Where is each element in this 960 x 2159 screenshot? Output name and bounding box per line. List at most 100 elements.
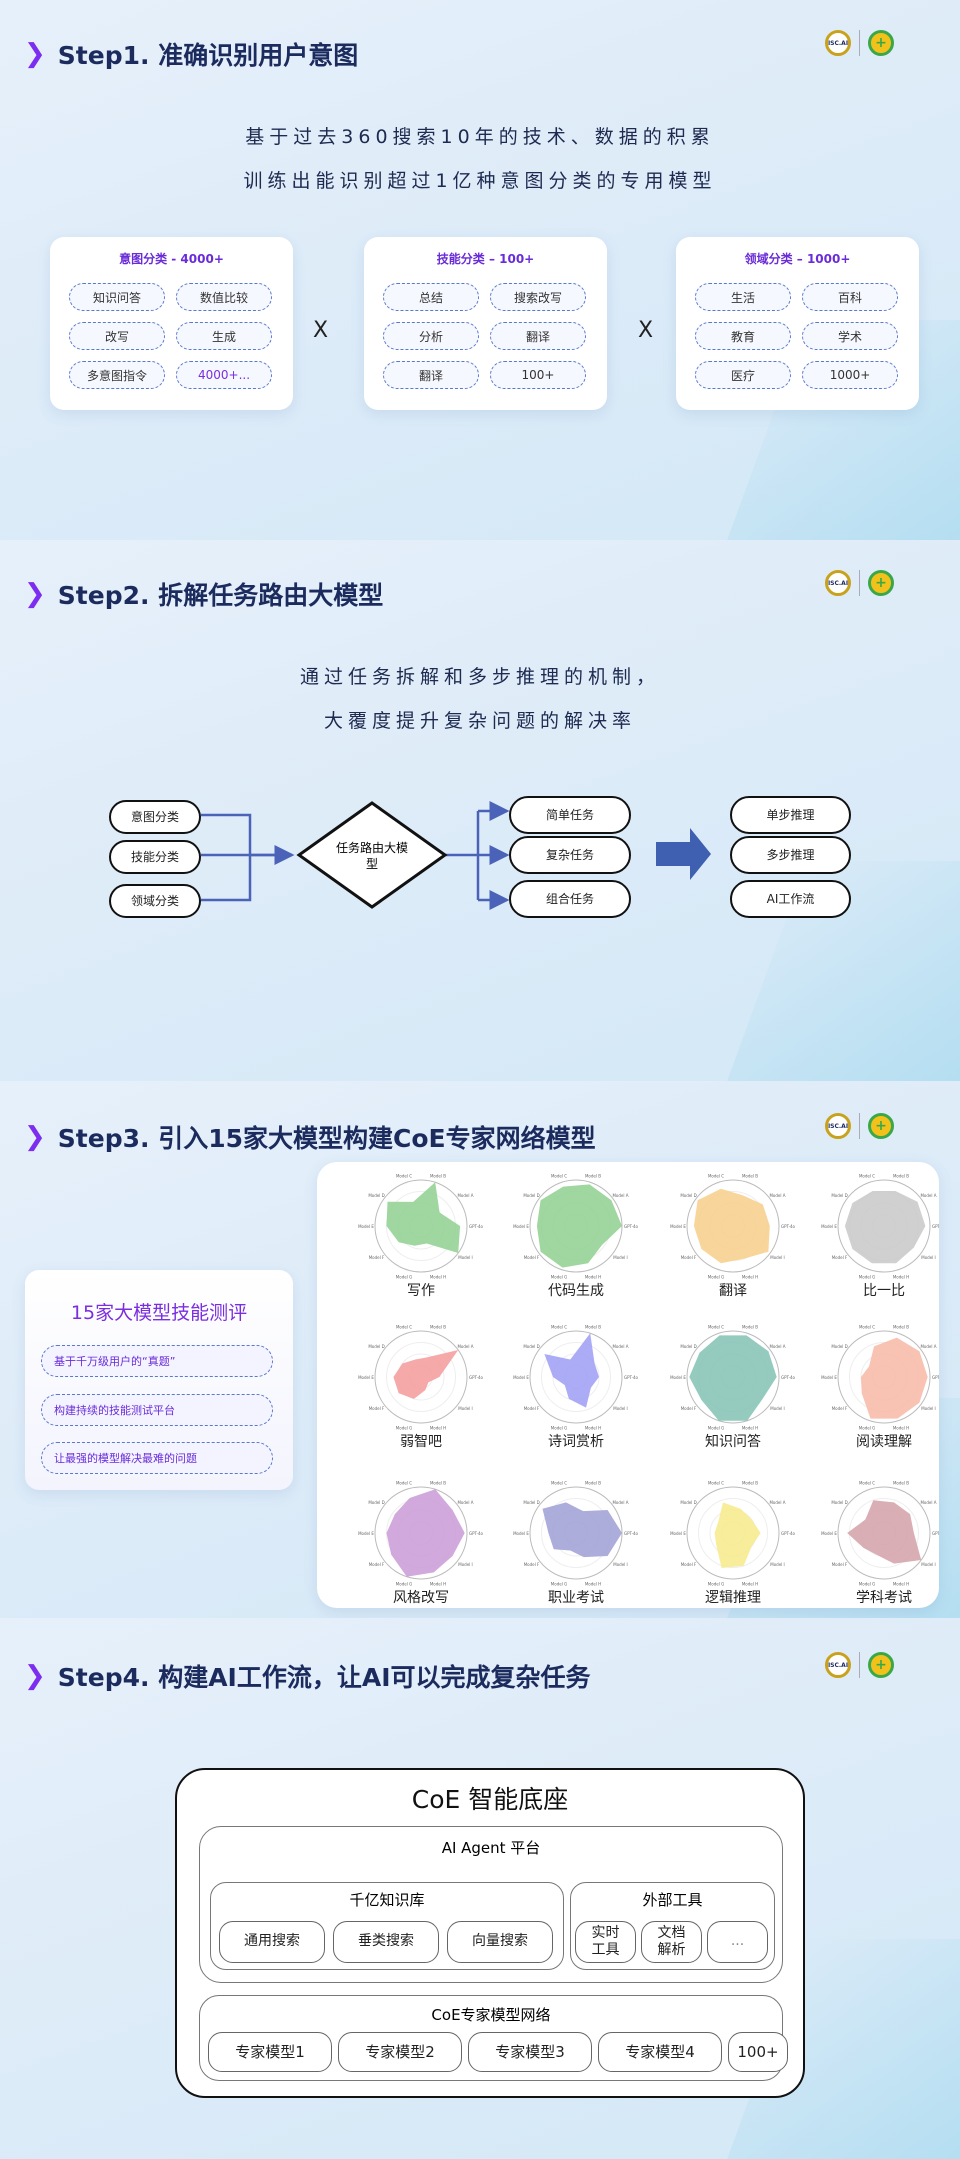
radar-axis-label: Model A	[769, 1344, 785, 1349]
routing-flowchart: 任务路由大模 型	[201, 801, 711, 910]
category-tag: 学术	[802, 322, 898, 350]
radar-series-polygon	[689, 1335, 777, 1421]
radar-axis-label: Model H	[742, 1581, 758, 1586]
agent-platform-box: AI Agent 平台 千亿知识库 通用搜索 垂类搜索 向量搜索 外部工具 实时…	[199, 1826, 783, 1983]
radar-axis-label: Model B	[430, 1325, 446, 1330]
radar-series-polygon	[714, 1502, 761, 1568]
radar-axis-label: Model F	[681, 1406, 697, 1411]
radar-axis-label: Model C	[396, 1174, 412, 1179]
radar-axis-label: Model B	[742, 1325, 758, 1330]
radar-axis-label: Model C	[859, 1325, 875, 1330]
expert-model-button[interactable]: 专家模型1	[208, 2032, 332, 2072]
radar-grid-ring	[374, 1179, 468, 1273]
card-title: 技能分类 – 100+	[436, 252, 535, 266]
radar-axis-label: Model E	[670, 1224, 686, 1229]
radar-axis-label: Model F	[524, 1255, 540, 1260]
radar-axis-label: Model D	[523, 1344, 539, 1349]
step2-subtitle-1: 通过任务拆解和多步推理的机制，	[299, 666, 660, 688]
step2-title: ❯Step2. 拆解任务路由大模型	[24, 576, 383, 612]
radar-axis-label: GPT-4o	[624, 1224, 639, 1229]
radar-axis-label: Model I	[458, 1255, 472, 1260]
input-category-node: 领域分类	[109, 884, 201, 918]
radar-axis-label: Model F	[832, 1406, 848, 1411]
radar-axis-label: Model H	[585, 1425, 601, 1430]
category-tag: 多意图指令	[69, 361, 165, 389]
isc-ai-logo: ISC.AI	[825, 30, 851, 56]
radar-axis-label: Model D	[680, 1500, 696, 1505]
step3-section: ❯Step3. 引入15家大模型构建CoE专家网络模型 ISC.AI+ 15家大…	[0, 1081, 960, 1618]
radar-axis-label: Model I	[770, 1406, 784, 1411]
radar-series-polygon	[386, 1489, 465, 1577]
step1-section: ❯Step1. 准确识别用户意图 ISC.AI+ 基于过去360搜索10年的技术…	[0, 0, 960, 540]
radar-axis-label: Model H	[893, 1274, 909, 1279]
radar-axis-label: Model I	[458, 1406, 472, 1411]
knowledge-base-title: 千亿知识库	[349, 1891, 425, 1909]
radar-series-polygon	[393, 1350, 459, 1399]
general-search-button[interactable]: 通用搜索	[219, 1921, 325, 1963]
radar-series-polygon	[693, 1188, 770, 1264]
expert-model-button[interactable]: 100+	[728, 2032, 788, 2072]
radar-chart-label: 知识问答	[705, 1434, 761, 1450]
radar-axis-label: Model G	[551, 1581, 567, 1586]
vector-search-button[interactable]: 向量搜索	[447, 1921, 553, 1963]
input-category-node: 意图分类	[109, 800, 201, 834]
360-security-logo: +	[868, 570, 894, 596]
category-tag: 分析	[383, 322, 479, 350]
radar-axis-label: Model I	[458, 1562, 472, 1567]
eval-item: 基于千万级用户的“真题”	[41, 1345, 273, 1377]
more-tools-button[interactable]: ...	[707, 1921, 768, 1963]
radar-axis-label: Model B	[893, 1174, 909, 1179]
coe-base-box: CoE 智能底座 AI Agent 平台 千亿知识库 通用搜索 垂类搜索 向量搜…	[175, 1768, 805, 2098]
expert-model-button[interactable]: 专家模型4	[598, 2032, 722, 2072]
radar-axis-label: Model F	[681, 1562, 697, 1567]
radar-grid-ring	[837, 1179, 931, 1273]
radar-axis-label: Model I	[921, 1255, 935, 1260]
radar-axis-label: Model A	[457, 1193, 473, 1198]
category-tag: 生活	[695, 283, 791, 311]
expert-model-button[interactable]: 专家模型2	[338, 2032, 462, 2072]
radar-axis-label: Model G	[708, 1581, 724, 1586]
agent-platform-title: AI Agent 平台	[441, 1839, 541, 1857]
multiply-sign: X	[638, 318, 654, 343]
360-security-logo: +	[868, 1652, 894, 1678]
expert-model-button[interactable]: 专家模型3	[468, 2032, 592, 2072]
category-tag: 百科	[802, 283, 898, 311]
doc-parse-button[interactable]: 文档解析	[641, 1921, 702, 1963]
radar-axis-label: Model F	[524, 1406, 540, 1411]
realtime-tools-button[interactable]: 实时工具	[575, 1921, 636, 1963]
radar-axis-label: Model E	[821, 1224, 837, 1229]
radar-series-polygon	[847, 1500, 922, 1564]
radar-axis-label: Model E	[821, 1375, 837, 1380]
coe-network-title: CoE专家模型网络	[431, 2006, 551, 2024]
vertical-search-button[interactable]: 垂类搜索	[333, 1921, 439, 1963]
radar-grid-ring	[541, 1342, 611, 1412]
reasoning-mode-node: 单步推理	[730, 796, 851, 834]
radar-axis-label: GPT-4o	[624, 1531, 639, 1536]
radar-axis-label: Model C	[708, 1174, 724, 1179]
radar-grid-ring	[686, 1330, 780, 1424]
radar-axis-label: Model I	[613, 1406, 627, 1411]
radar-axis-label: Model H	[430, 1274, 446, 1279]
radar-axis-label: GPT-4o	[781, 1224, 796, 1229]
radar-chart-label: 弱智吧	[400, 1434, 442, 1450]
radar-chart-label: 写作	[407, 1283, 435, 1299]
radar-chart-label: 风格改写	[393, 1590, 449, 1606]
step4-section: ❯Step4. 构建AI工作流，让AI可以完成复杂任务 ISC.AI+ CoE …	[0, 1618, 960, 2159]
task-type-node: 组合任务	[509, 880, 631, 918]
radar-axis-label: Model G	[396, 1425, 412, 1430]
radar-axis-label: Model D	[831, 1500, 847, 1505]
radar-axis-label: Model A	[457, 1500, 473, 1505]
radar-grid-ring	[386, 1342, 456, 1412]
radar-axis-label: Model G	[551, 1274, 567, 1279]
category-tag: 翻译	[490, 322, 586, 350]
category-tag: 改写	[69, 322, 165, 350]
radar-axis-label: Model E	[670, 1375, 686, 1380]
